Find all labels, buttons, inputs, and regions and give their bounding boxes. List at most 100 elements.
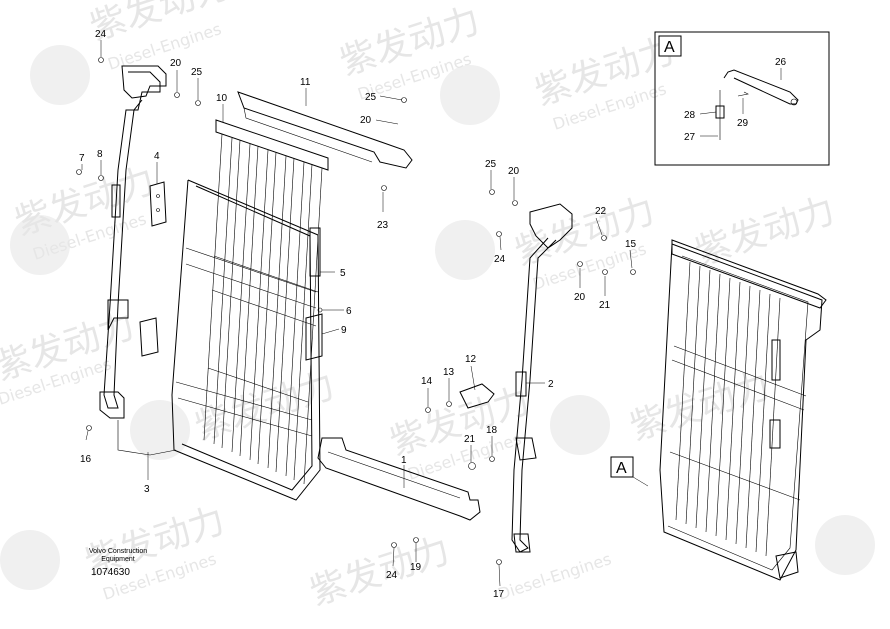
nut-25a [195, 100, 201, 106]
washer-20b [512, 200, 518, 206]
label-23: 23 [377, 220, 389, 231]
part-4-plate [149, 181, 167, 227]
caption-block: Volvo Construction Equipment [88, 548, 148, 564]
part-11-top-cover-edge [243, 107, 373, 163]
label-4: 4 [154, 151, 160, 162]
label-29: 29 [737, 118, 749, 129]
left-assembly [99, 65, 413, 501]
part-4-hole [156, 208, 160, 212]
detail-box-letter-frame [658, 35, 682, 57]
washer-20c [577, 261, 583, 267]
label-11: 11 [300, 77, 311, 88]
label-9: 9 [341, 325, 347, 336]
part-5-frame-crossbar [185, 263, 317, 309]
bolt-21b [468, 462, 476, 470]
left-handle-clip-upper [111, 184, 121, 218]
part-10-grille-slats [203, 133, 323, 485]
part-5-frame [171, 179, 321, 501]
watermark-brand: 紫发动力 [690, 190, 840, 273]
label-8: 8 [97, 149, 103, 160]
plate-mid [139, 317, 159, 357]
part-11-top-cover [237, 91, 413, 169]
bolt-15 [630, 269, 636, 275]
bolt-23 [381, 185, 387, 191]
watermark-logo [0, 45, 875, 590]
detail-box-a: A [654, 31, 830, 166]
right-radiator-rungs [669, 345, 807, 501]
label-2: 2 [548, 379, 554, 390]
right-radiator-frame [659, 243, 823, 581]
right-radiator-frame-inner [667, 255, 809, 571]
bolt-24b [496, 231, 502, 237]
part-5-side-post [309, 227, 321, 277]
washer-13 [446, 401, 452, 407]
part-26-rod-end [790, 98, 798, 106]
part-labels: 24 20 25 10 11 7 8 4 5 6 9 16 3 25 20 23… [79, 29, 787, 600]
part-29-clip [737, 91, 749, 97]
label-15: 15 [625, 239, 637, 250]
washer-19 [413, 537, 419, 543]
washer-8 [98, 175, 104, 181]
part-2-clip [515, 371, 527, 397]
right-handle-bracket-top [529, 203, 573, 249]
part-10-grille-top [215, 119, 329, 171]
left-handle-bracket-bottom [99, 391, 125, 419]
washer-20a [174, 92, 180, 98]
callout-a-leader [632, 476, 649, 487]
callout-a-letter: A [616, 460, 627, 477]
left-handle-bracket-top [121, 65, 167, 99]
bolt-24c [391, 542, 397, 548]
watermark-layer: 紫发动力 Diesel-Engines 紫发动力 Diesel-Engines … [0, 0, 875, 614]
label-6: 6 [346, 306, 352, 317]
label-13: 13 [443, 367, 455, 378]
bolt-17 [496, 559, 502, 565]
label-25: 25 [365, 92, 377, 103]
label-24: 24 [386, 570, 398, 581]
fasteners [76, 57, 636, 565]
label-25: 25 [485, 159, 497, 170]
label-12: 12 [465, 354, 477, 365]
bolt-7 [76, 169, 82, 175]
caption-equipment: Equipment [101, 556, 135, 563]
right-radiator-slats [675, 261, 781, 557]
detail-box-frame [654, 31, 830, 166]
part-1-support-bar-edge [327, 451, 461, 499]
label-20: 20 [574, 292, 586, 303]
part-5-frame-crossbar [177, 397, 313, 437]
label-16: 16 [80, 454, 92, 465]
left-handle-clip-lower [107, 299, 129, 331]
label-10: 10 [216, 93, 228, 104]
bolt-22 [601, 235, 607, 241]
label-27: 27 [684, 132, 696, 143]
part-10-grille-rungs [207, 255, 319, 403]
nut-25b [401, 97, 407, 103]
label-1: 1 [401, 455, 407, 466]
part-12-bracket [459, 383, 495, 409]
detail-box-letter: A [664, 39, 675, 56]
part-9-lock [305, 313, 323, 361]
label-21: 21 [599, 300, 611, 311]
left-handle-tube [103, 71, 161, 409]
diagram-reference-number: 1074630 [91, 567, 130, 578]
right-radiator-top-bar [671, 239, 827, 309]
callout-a: A [610, 456, 649, 487]
part-4-hole [156, 194, 160, 198]
right-radiator-lock [769, 419, 781, 449]
caption-company: Volvo Construction [88, 548, 148, 555]
bolt-21a [602, 269, 608, 275]
label-21: 21 [464, 434, 476, 445]
label-20: 20 [360, 115, 372, 126]
label-22: 22 [595, 206, 607, 217]
callout-a-frame [610, 456, 634, 478]
right-radiator-foot [775, 551, 799, 579]
label-7: 7 [79, 153, 85, 164]
label-20: 20 [508, 166, 520, 177]
right-radiator-post [771, 339, 781, 381]
label-19: 19 [410, 562, 422, 573]
watermark-sub: Diesel-Engines [495, 549, 613, 604]
watermark-brand: 紫发动力 [305, 530, 455, 613]
bolt-24a [98, 57, 104, 63]
label-24: 24 [95, 29, 107, 40]
part-1-support-bar [317, 437, 481, 521]
